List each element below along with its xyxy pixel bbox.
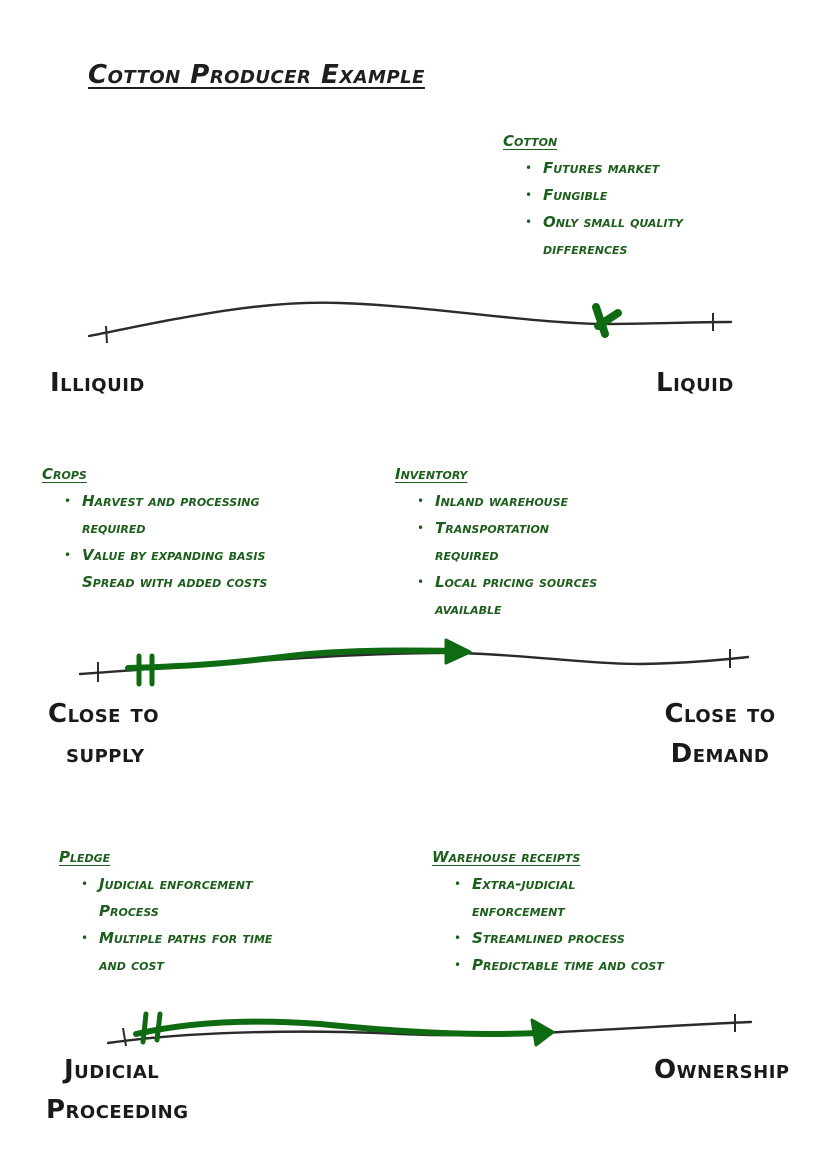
scale-left-label: Close to supply [48, 694, 159, 774]
label-line: Close to [48, 699, 160, 729]
label-line: Proceeding [46, 1095, 189, 1125]
scale-right-label: Liquid [656, 363, 734, 403]
bullet-item: Harvest and processing required [64, 488, 272, 542]
scale-left-label: Judicial Proceeding [46, 1050, 189, 1130]
bullet-item: Streamlined process [454, 925, 692, 952]
note-bullets: Harvest and processing required Value by… [42, 488, 292, 596]
bullet-item: Multiple paths for time and cost [81, 925, 289, 979]
position-x-marker-icon [592, 303, 622, 338]
note-bullets: Judicial enforcement Process Multiple pa… [59, 871, 319, 979]
bullet-item: Transportation required [417, 515, 595, 569]
page-title: Cotton Producer Example [88, 60, 425, 90]
scale-left-label: Illiquid [50, 363, 145, 403]
scale-enforcement [106, 1011, 753, 1047]
progress-arrow [125, 647, 458, 671]
bullet-item: Extra-judicial enforcement [454, 871, 622, 925]
bullet-item: Judicial enforcement Process [81, 871, 309, 925]
note-bullets: Futures market Fungible Only small quali… [503, 155, 763, 263]
note-heading: Pledge [59, 848, 111, 866]
note-bullets: Extra-judicial enforcement Streamlined p… [432, 871, 692, 979]
label-line: Illiquid [50, 368, 145, 398]
label-line: Demand [670, 739, 770, 769]
bullet-item: Only small quality differences [525, 209, 733, 263]
bullet-item: Inland warehouse [417, 488, 665, 515]
note-inventory: Inventory Inland warehouse Transportatio… [395, 461, 665, 623]
label-line: Close to [664, 699, 776, 729]
bullet-item: Value by expanding basis Spread with add… [64, 542, 272, 596]
scale-tick-left [105, 325, 108, 344]
label-line: Liquid [656, 368, 734, 398]
start-marker-icon [140, 1011, 163, 1045]
note-heading: Cotton [503, 132, 558, 150]
label-line: supply [66, 739, 145, 769]
note-heading: Warehouse receipts [432, 848, 581, 866]
scale-line [87, 301, 733, 338]
arrow-head-icon [444, 638, 472, 665]
scale-right-label: Close to Demand [655, 694, 785, 774]
label-line: Judicial [64, 1055, 160, 1085]
label-line: Ownership [654, 1055, 790, 1085]
bullet-item: Predictable time and cost [454, 952, 672, 979]
note-crops: Crops Harvest and processing required Va… [42, 461, 292, 596]
scale-right-label: Ownership [654, 1050, 790, 1090]
note-bullets: Inland warehouse Transportation required… [395, 488, 665, 623]
note-heading: Inventory [395, 465, 468, 483]
note-pledge: Pledge Judicial enforcement Process Mult… [59, 844, 319, 979]
note-cotton: Cotton Futures market Fungible Only smal… [503, 128, 763, 263]
arrow-head-icon [530, 1018, 555, 1047]
note-warehouse-receipts: Warehouse receipts Extra-judicial enforc… [432, 844, 692, 979]
start-marker-icon [136, 653, 155, 687]
scale-tick-left [122, 1027, 127, 1047]
scale-liquidity [87, 301, 733, 344]
progress-arrow [133, 1018, 543, 1037]
scale-location [78, 638, 750, 687]
note-heading: Crops [42, 465, 87, 483]
bullet-item: Futures market [525, 155, 763, 182]
bullet-item: Fungible [525, 182, 763, 209]
bullet-item: Local pricing sources available [417, 569, 655, 623]
